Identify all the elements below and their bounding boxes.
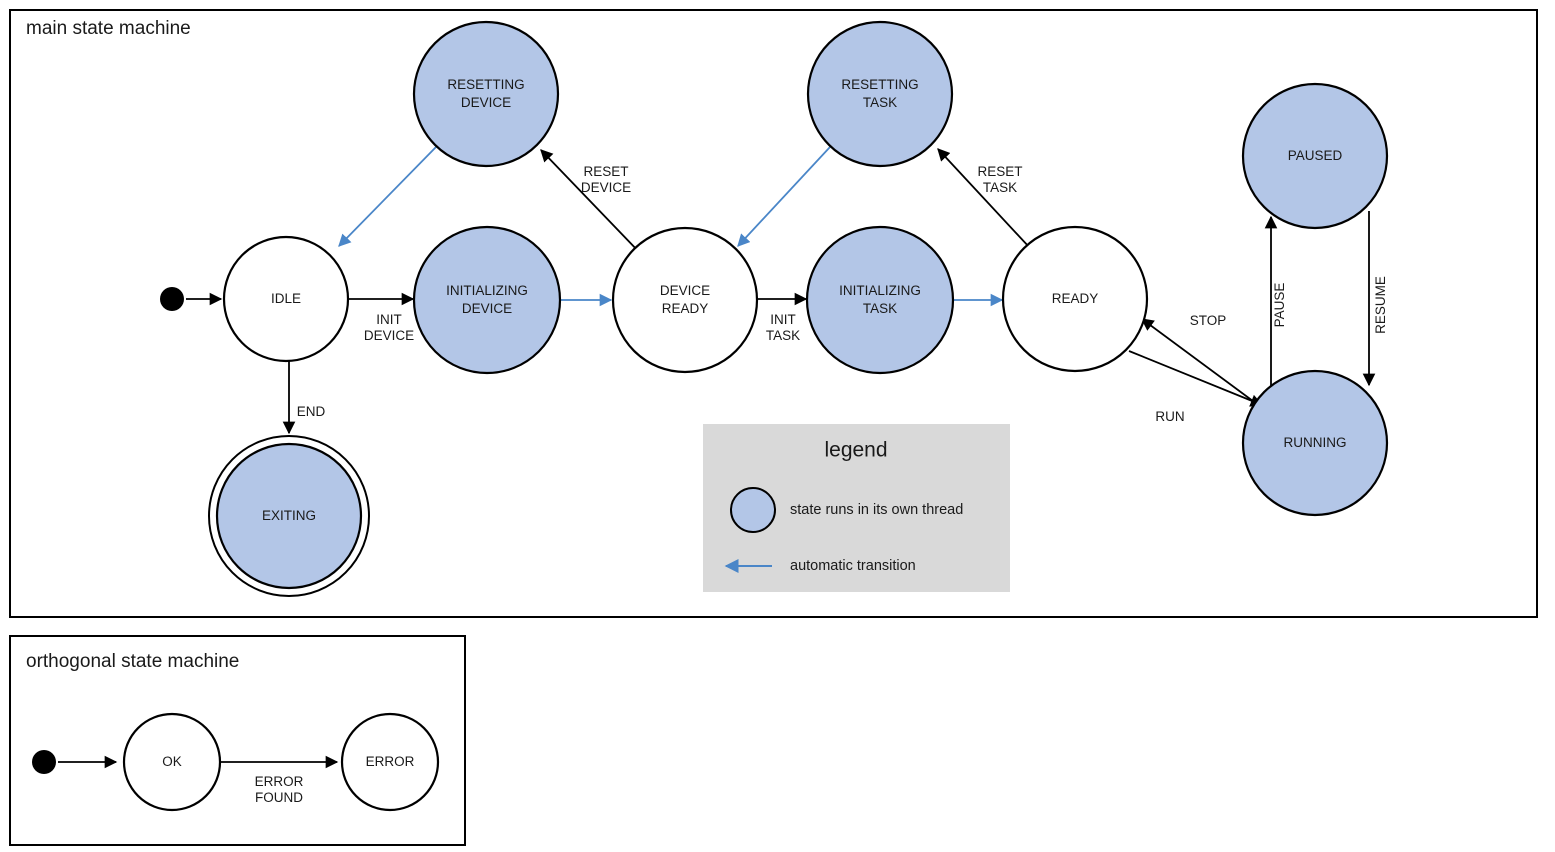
transition-ready-to-running [1128, 350, 1264, 407]
state-circle-exiting[interactable] [215, 442, 363, 590]
final-state-outer-ring [208, 435, 370, 597]
state-paused[interactable]: PAUSED [1241, 82, 1389, 230]
state-circle-device-ready[interactable] [611, 226, 759, 374]
transition-label-running-to-paused: PAUSE [1272, 283, 1287, 328]
legend-title: legend [824, 439, 887, 462]
state-circle-resetting-task[interactable] [806, 20, 954, 168]
state-label-exiting: EXITING [262, 508, 316, 523]
frame-title-main: main state machine [26, 18, 191, 39]
state-label-ready: READY [1052, 291, 1099, 306]
frame-orthogonal [9, 635, 466, 846]
state-running[interactable]: RUNNING [1241, 369, 1389, 517]
transition-running-to-ready [1140, 318, 1262, 408]
state-circle-paused[interactable] [1241, 82, 1389, 230]
state-exiting[interactable]: EXITING [208, 435, 370, 597]
state-idle[interactable]: IDLE [222, 235, 350, 363]
state-label-paused: PAUSED [1288, 148, 1343, 163]
legend-group: legend state runs in its own thread automa… [703, 424, 1010, 592]
transition-resetting-task-to-device-ready [737, 146, 831, 247]
state-circle-running[interactable] [1241, 369, 1389, 517]
legend-label-auto-transition: automatic transition [790, 558, 916, 574]
state-circle-initializing-task[interactable] [805, 225, 955, 375]
transition-device-ready-to-resetting-device [540, 149, 641, 254]
frames-group: main state machine orthogonal state machi… [9, 9, 1538, 846]
start-markers-group [32, 287, 184, 774]
state-label-ok: OK [162, 754, 182, 769]
transition-label-idle-to-exiting: END [297, 404, 326, 419]
state-circle-ready[interactable] [1001, 225, 1149, 373]
state-label-running: RUNNING [1284, 435, 1347, 450]
transition-label-paused-to-running: RESUME [1373, 276, 1388, 334]
start-state-dot-start-orthogonal [32, 750, 56, 774]
state-label-idle: IDLE [271, 291, 301, 306]
transition-ready-to-resetting-task [937, 148, 1031, 249]
start-state-dot-start-main [160, 287, 184, 311]
transition-label-running-to-ready: STOP [1190, 313, 1227, 328]
state-circle-error[interactable] [340, 712, 440, 812]
transition-label-ready-to-running: RUN [1155, 409, 1184, 424]
transition-resetting-device-to-idle [338, 146, 437, 247]
state-error[interactable]: ERROR [340, 712, 440, 812]
state-ok[interactable]: OK [122, 712, 222, 812]
frame-title-orthogonal: orthogonal state machine [26, 651, 239, 672]
state-label-error: ERROR [366, 754, 415, 769]
state-circle-resetting-device[interactable] [412, 20, 560, 168]
state-circle-initializing-device[interactable] [412, 225, 562, 375]
legend-thread-state-swatch [730, 487, 776, 533]
transitions-group [58, 146, 1376, 769]
legend-label-thread-state: state runs in its own thread [790, 502, 963, 518]
state-ready[interactable]: READY [1001, 225, 1149, 373]
state-circle-idle[interactable] [222, 235, 350, 363]
frame-main [9, 9, 1538, 618]
state-circle-ok[interactable] [122, 712, 222, 812]
